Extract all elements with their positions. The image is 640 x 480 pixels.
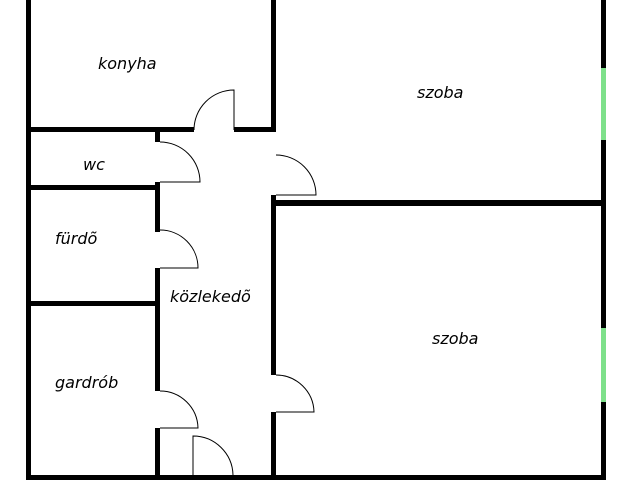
door-bathroom-icon [159, 229, 199, 269]
door-kitchen-icon [193, 89, 235, 131]
wall-right-outer [601, 0, 606, 480]
wall-kitchen-bottom-left [26, 127, 194, 132]
wall-left-outer [26, 0, 31, 480]
wall-bath-bottom [26, 301, 159, 306]
wall-kitchen-right [271, 0, 276, 130]
walls [26, 0, 606, 480]
door-bottom-room-icon [275, 374, 315, 413]
window-top-room [601, 68, 606, 140]
door-top-room-icon [275, 154, 317, 196]
label-wardrobe: gardrób [55, 373, 118, 392]
wall-wc-bottom [26, 185, 159, 190]
label-bathroom: fürdõ [55, 229, 98, 248]
room-labels: konyha szoba wc fürdõ közlekedõ szoba ga… [55, 54, 478, 392]
label-room-top: szoba [417, 83, 463, 102]
label-hallway: közlekedõ [170, 287, 251, 306]
wall-hall-right-2 [271, 412, 276, 480]
wall-rooms-divider [271, 200, 606, 206]
wall-bottom-outer [26, 475, 606, 480]
door-wc-icon [159, 141, 201, 183]
windows [601, 68, 606, 402]
wall-hall-left-2 [155, 182, 160, 232]
window-bottom-room [601, 328, 606, 402]
wall-hall-left-3 [155, 268, 160, 391]
label-kitchen: konyha [98, 54, 157, 73]
wall-hall-right-1 [271, 195, 276, 375]
door-wardrobe-icon [159, 390, 199, 429]
wall-hall-left-4 [155, 428, 160, 480]
door-entrance-icon [192, 435, 234, 476]
wall-kitchen-bottom-right [234, 127, 276, 132]
label-wc: wc [83, 155, 105, 174]
wall-hall-left-1 [155, 130, 160, 142]
label-room-bottom: szoba [432, 329, 478, 348]
doors [159, 89, 317, 476]
